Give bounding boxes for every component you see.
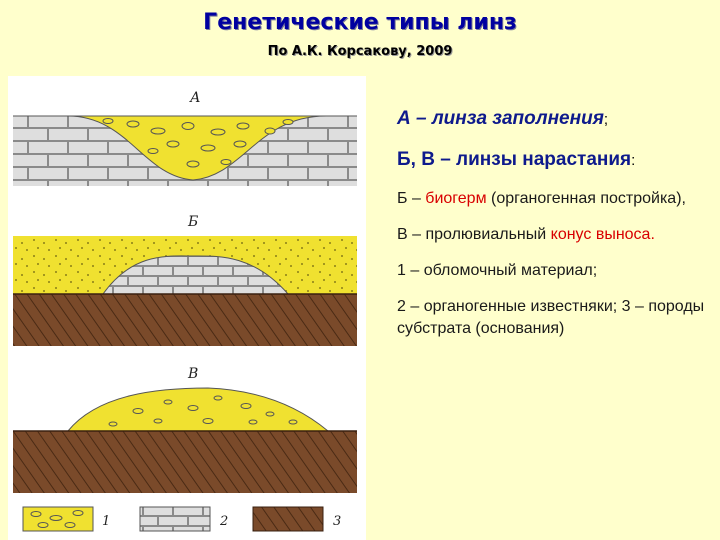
lens-v-prefix: В – пролювиальный	[397, 226, 551, 243]
slide-title: Генетические типы линз	[0, 10, 720, 35]
lens-a-label: А – линза заполнения	[397, 108, 604, 129]
legend-item-2-3: 2 – органогенные известняки; 3 – породы …	[397, 296, 713, 340]
lens-bv-sep: :	[631, 152, 635, 169]
legend-label-3: 3	[333, 514, 341, 529]
panel-a-diagram: А	[13, 88, 357, 186]
lens-bv-definition: Б, В – линзы нарастания:	[397, 146, 713, 174]
panel-label-b: Б	[187, 214, 198, 230]
legend-swatch-clastic	[23, 507, 93, 531]
legend-swatch-substrate	[253, 507, 323, 531]
lens-a-definition: А – линза заполнения;	[397, 105, 713, 134]
lens-b-suffix: (органогенная постройка),	[487, 190, 686, 207]
panel-label-a: А	[189, 90, 201, 106]
lens-bv-label: Б, В – линзы нарастания	[397, 149, 631, 170]
explanation-panel: А – линза заполнения; Б, В – линзы нарас…	[397, 105, 713, 354]
lens-a-sep: ;	[604, 111, 608, 128]
alluvial-fan-term: конус выноса.	[551, 226, 655, 243]
panel-label-v: В	[187, 366, 198, 382]
legend-item-1: 1 – обломочный материал;	[397, 260, 713, 282]
panel-b-diagram: Б	[13, 214, 357, 346]
panel-v-diagram: В	[13, 366, 357, 493]
slide-subtitle: По А.К. Корсакову, 2009	[0, 44, 720, 59]
lens-b-prefix: Б –	[397, 190, 425, 207]
lens-b-description: Б – биогерм (органогенная постройка),	[397, 188, 713, 210]
legend-label-1: 1	[102, 514, 110, 529]
legend-swatch-limestone	[140, 507, 210, 531]
lens-types-figure: А Б В	[8, 76, 366, 540]
legend-label-2: 2	[219, 514, 228, 529]
bioherm-term: биогерм	[425, 190, 486, 207]
figure-legend: 1 2 3	[23, 507, 341, 531]
lens-v-description: В – пролювиальный конус выноса.	[397, 224, 713, 246]
